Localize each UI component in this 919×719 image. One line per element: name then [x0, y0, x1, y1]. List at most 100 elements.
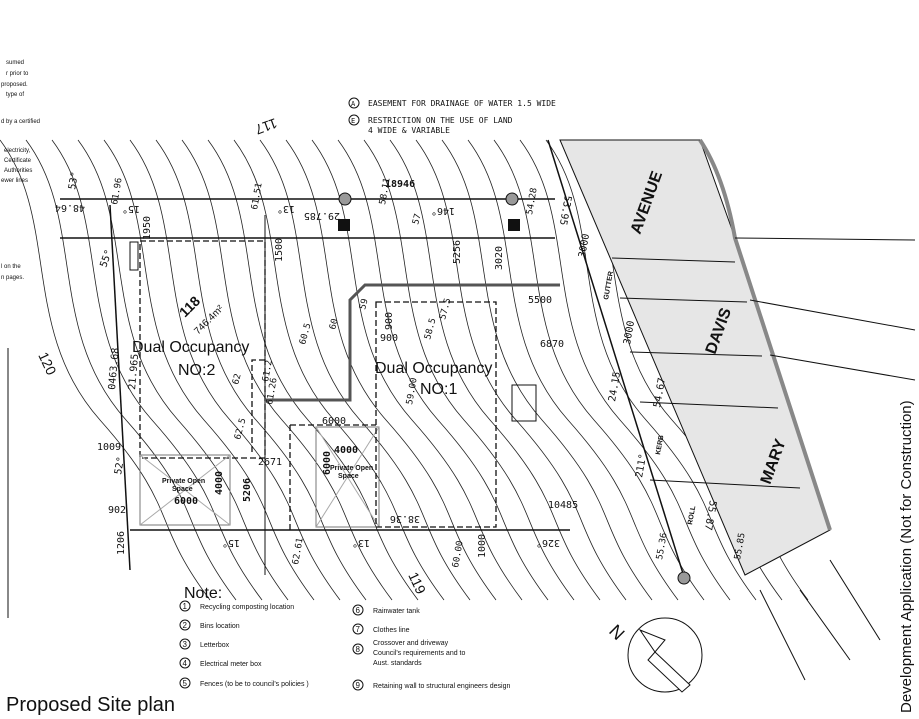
level-label: 61.96: [110, 177, 125, 205]
note-number-circle: [179, 600, 191, 612]
side-note: n pages.: [1, 275, 24, 281]
dwelling-2-wing: [251, 359, 265, 455]
note-text: Retaining wall to structural engineers d…: [373, 683, 510, 690]
driveway-wall: [265, 283, 560, 402]
level-label: 60.00: [451, 540, 466, 568]
contour-line: [311, 139, 523, 601]
contour-line: [493, 139, 705, 601]
note-number-circle: [179, 638, 191, 650]
side-note: Certificate: [4, 158, 32, 164]
north-label: N: [605, 621, 628, 644]
level-label: 61.51: [250, 182, 265, 210]
drainage-pit: [338, 219, 350, 231]
contour-line: [129, 139, 341, 601]
dim-label: 3020: [494, 246, 505, 270]
side-note: l on the: [1, 264, 21, 270]
note-number: 8: [356, 645, 361, 654]
contour-line: [0, 139, 211, 601]
side-note: electricity,: [4, 148, 31, 154]
note-number-circle: [352, 643, 364, 655]
note-number: 4: [183, 659, 188, 668]
contour-line: [415, 139, 627, 601]
pos-cross: [315, 426, 380, 528]
contour-line: [103, 139, 315, 601]
note-text: Electrical meter box: [200, 661, 262, 668]
contour-line: [519, 139, 731, 601]
dwelling-1-label: Dual Occupancy: [375, 360, 492, 377]
dim-label: 13°: [352, 537, 370, 548]
level-label: 58.5: [423, 317, 438, 341]
contour-line: [259, 139, 471, 601]
pos-label: Space: [338, 473, 359, 480]
restriction-text-2: 4 WIDE & VARIABLE: [368, 126, 450, 135]
level-label: 57.5: [438, 297, 453, 321]
level-labels: 61.96 61.51 58.11 54.28 60.5 60 59 58.5 …: [110, 177, 748, 568]
dim-label: 55.87: [702, 499, 718, 531]
note-text: Bins location: [200, 623, 240, 630]
dim-label: 10485: [548, 500, 578, 511]
level-label: 54.28: [525, 187, 540, 215]
note-text: Council's requirements and to: [373, 650, 465, 657]
dwelling-1-wing: [289, 424, 376, 530]
dim-label: 4000: [334, 445, 358, 456]
note-text: Clothes line: [373, 627, 410, 634]
dim-label: 6000: [322, 451, 333, 475]
level-label: 61.26: [265, 377, 280, 405]
north-arrow-icon: [638, 628, 691, 693]
dim-label: 1009: [97, 442, 121, 453]
legend: A EASEMENT FOR DRAINAGE OF WATER 1.5 WID…: [348, 97, 556, 135]
dim-label: 6000: [322, 416, 346, 427]
dim-label: 18946: [385, 179, 415, 190]
contour-line: [467, 139, 679, 601]
level-label: 59.00: [405, 377, 420, 405]
dim-label: 53.95: [557, 194, 573, 226]
pos-cross: [139, 454, 231, 526]
dwelling-2-label: Dual Occupancy: [132, 339, 249, 356]
level-label: 55.85: [733, 532, 748, 560]
level-label: 57: [411, 213, 423, 226]
dwelling-2-number: NO:2: [178, 362, 215, 379]
level-label: 59: [358, 298, 370, 311]
note-number: 5: [183, 679, 188, 688]
dim-label: 15°: [122, 203, 140, 214]
level-label: 60: [328, 318, 340, 331]
dim-label: 4000: [214, 471, 225, 495]
note-number: 7: [356, 625, 361, 634]
restriction-symbol: [348, 114, 360, 126]
gutter-label: GUTTER: [603, 271, 615, 301]
note-number: 3: [183, 640, 188, 649]
note-text: Aust. standards: [373, 660, 422, 667]
contour-line: [337, 139, 549, 601]
stairs: [511, 384, 537, 422]
level-label: 62.5: [233, 417, 248, 441]
lot-number-120: 120: [35, 350, 59, 378]
north-arrow: N: [605, 617, 703, 693]
contour-line: [181, 139, 393, 601]
restriction-symbol-letter: E: [351, 117, 355, 125]
easement-symbol: [348, 97, 360, 109]
easement-symbol-letter: A: [351, 100, 356, 108]
contour-line: [207, 139, 419, 601]
level-label: 61.2: [261, 359, 275, 382]
dim-label: 54.67: [652, 377, 668, 409]
survey-mark: [338, 192, 352, 206]
private-open-space-2: [139, 454, 231, 526]
dim-label: 5206: [242, 478, 253, 502]
restriction-text: RESTRICTION ON THE USE OF LAND: [368, 116, 513, 125]
note-number-circle: [179, 677, 191, 689]
side-note: Authorities: [4, 168, 32, 174]
roll-label: ROLL: [687, 505, 697, 526]
dim-label: 6000: [174, 496, 198, 507]
note-number: 1: [183, 602, 188, 611]
dim-label: 3000: [577, 233, 592, 259]
contour-line: [25, 139, 237, 601]
note-number-circle: [352, 679, 364, 691]
dim-label: 211°: [634, 453, 649, 479]
dim-label: 2671: [258, 457, 282, 468]
level-label: 55.36: [655, 532, 670, 560]
dim-label: 15°: [222, 537, 240, 548]
rainwater-tank: [129, 241, 139, 271]
side-note: d by a certified: [1, 119, 40, 125]
